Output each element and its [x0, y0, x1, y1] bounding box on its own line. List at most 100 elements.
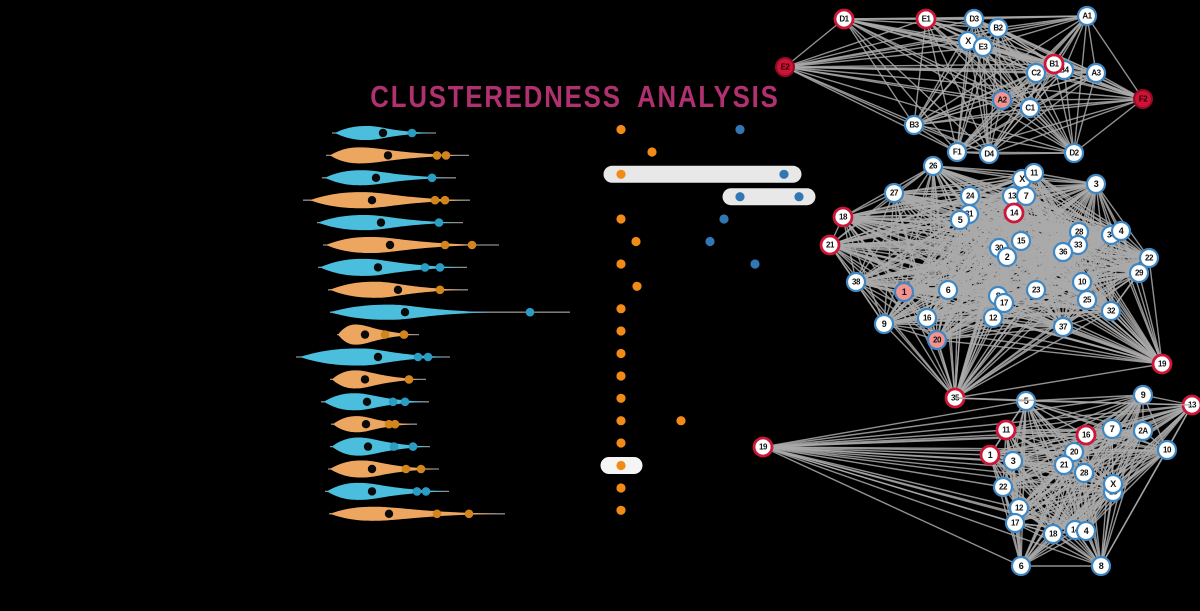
violin-blue: [300, 348, 445, 366]
edge: [1006, 256, 1150, 259]
network-node-23: [1025, 279, 1047, 301]
violin-mean-point: [360, 375, 370, 384]
network-node-1: [893, 281, 915, 303]
violin-mean-point: [373, 263, 383, 272]
edge: [784, 15, 1088, 68]
network-node-1: [979, 444, 1001, 466]
network-node-32: [1100, 300, 1122, 322]
range-capsule: [722, 188, 816, 206]
violin-orange: [330, 147, 460, 164]
edge: [1085, 449, 1168, 532]
edge: [1086, 299, 1163, 365]
edge: [1100, 449, 1168, 567]
edge: [903, 291, 1064, 328]
violin-outlier-point: [420, 263, 430, 272]
network-node-10: [1071, 271, 1093, 293]
network-node-2A: [1132, 420, 1154, 442]
edge: [936, 272, 1140, 341]
edge: [1013, 212, 1122, 232]
violin-blue: [327, 482, 446, 500]
network-node-B3: [903, 114, 925, 136]
edge: [992, 317, 1064, 328]
bridge-edge: [954, 397, 1193, 406]
network-node-A1: [1076, 5, 1098, 27]
network-node-B2: [987, 17, 1009, 39]
network-node-F2: [1133, 89, 1153, 109]
edge: [913, 46, 984, 126]
edge: [956, 107, 1031, 153]
edge: [1029, 107, 1075, 154]
violin-outlier-point: [407, 128, 417, 138]
violin-outlier-point: [380, 330, 390, 339]
edge: [1012, 460, 1085, 474]
edge: [784, 66, 1144, 100]
edge: [762, 446, 1054, 535]
dot-blue: [735, 192, 745, 202]
edge: [956, 99, 1003, 153]
edge: [762, 394, 1144, 448]
violin-orange: [326, 236, 480, 254]
edge: [968, 213, 1122, 232]
violin-mean-point: [384, 509, 394, 518]
edge: [883, 323, 956, 399]
network-node-17: [1004, 512, 1026, 534]
edge: [988, 107, 1031, 155]
dot-orange: [632, 281, 642, 291]
network-node-4: [1110, 220, 1132, 242]
edge: [855, 281, 928, 319]
violin-outlier-point: [432, 151, 442, 160]
violin-orange: [310, 192, 465, 209]
edge: [1018, 472, 1085, 509]
network-node-38: [845, 271, 867, 293]
edge: [1012, 394, 1144, 462]
edge: [829, 195, 1027, 246]
network-node-18: [1042, 523, 1064, 545]
edge: [855, 272, 1140, 283]
edge: [842, 172, 1035, 218]
network-node-4: [1075, 520, 1097, 542]
edge: [1003, 299, 1088, 304]
edge: [1001, 99, 1075, 154]
edge: [762, 404, 1193, 448]
network-node-25: [1076, 289, 1098, 311]
edge: [784, 40, 969, 68]
edge: [855, 256, 1008, 283]
edge: [1001, 69, 1065, 101]
network-node-9: [1132, 384, 1154, 406]
network-node-12: [982, 307, 1004, 329]
network-node-16: [1075, 424, 1097, 446]
network-node-2: [996, 246, 1018, 268]
edge: [988, 72, 1097, 155]
edge: [883, 323, 1163, 365]
edge: [843, 18, 1075, 154]
violin-outlier-point: [421, 487, 431, 496]
edge: [893, 172, 1035, 194]
edge: [1063, 449, 1168, 466]
dot-blue: [735, 124, 745, 135]
network-node-22: [992, 476, 1014, 498]
network-node-6: [1010, 555, 1032, 577]
violin-outlier-point: [399, 330, 409, 339]
edge: [784, 18, 975, 68]
violin-outlier-point: [434, 218, 444, 227]
network-node-C2: [1025, 62, 1047, 84]
violin-blue: [320, 258, 460, 276]
network-node-37: [1052, 316, 1074, 338]
violin-outlier-point: [525, 307, 535, 317]
edge: [842, 195, 1027, 218]
edge: [1014, 522, 1102, 567]
edge: [925, 18, 958, 153]
edge: [843, 18, 915, 126]
edge: [1148, 257, 1163, 365]
violin-outlier-point: [440, 240, 450, 250]
violin-outlier-point: [408, 442, 418, 451]
range-capsule: [603, 165, 802, 183]
network-node-E2: [775, 57, 795, 77]
edge: [982, 15, 1088, 48]
edge: [1012, 449, 1168, 462]
network-node-22: [1138, 247, 1160, 269]
network-node-17: [993, 292, 1015, 314]
dot-orange: [676, 416, 686, 426]
edge: [1033, 172, 1097, 185]
